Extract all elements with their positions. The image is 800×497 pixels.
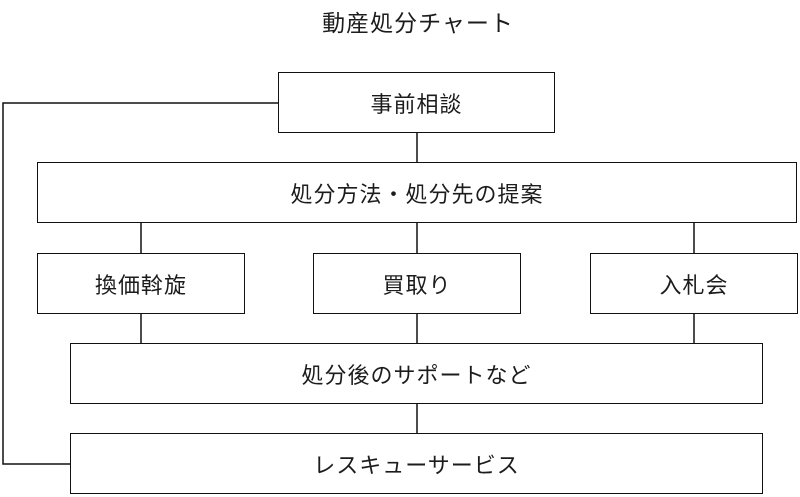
- node-auction: 入札会: [590, 253, 798, 314]
- node-exchange-label: 換価斡旋: [94, 273, 187, 299]
- node-consultation: 事前相談: [278, 72, 555, 133]
- node-purchase: 買取り: [313, 253, 521, 314]
- node-exchange: 換価斡旋: [37, 253, 245, 314]
- edge-consultation-rescue: [2, 102, 278, 465]
- node-purchase-label: 買取り: [382, 273, 452, 299]
- node-rescue-label: レスキューサービス: [313, 453, 520, 479]
- node-consultation-label: 事前相談: [370, 92, 463, 118]
- node-auction-label: 入札会: [659, 273, 729, 299]
- node-support-label: 処分後のサポートなど: [301, 363, 532, 389]
- node-rescue: レスキューサービス: [70, 433, 763, 494]
- diagram-title: 動産処分チャート: [322, 11, 514, 37]
- node-proposal: 処分方法・処分先の提案: [37, 162, 797, 223]
- node-support: 処分後のサポートなど: [70, 343, 763, 404]
- node-proposal-label: 処分方法・処分先の提案: [290, 182, 544, 208]
